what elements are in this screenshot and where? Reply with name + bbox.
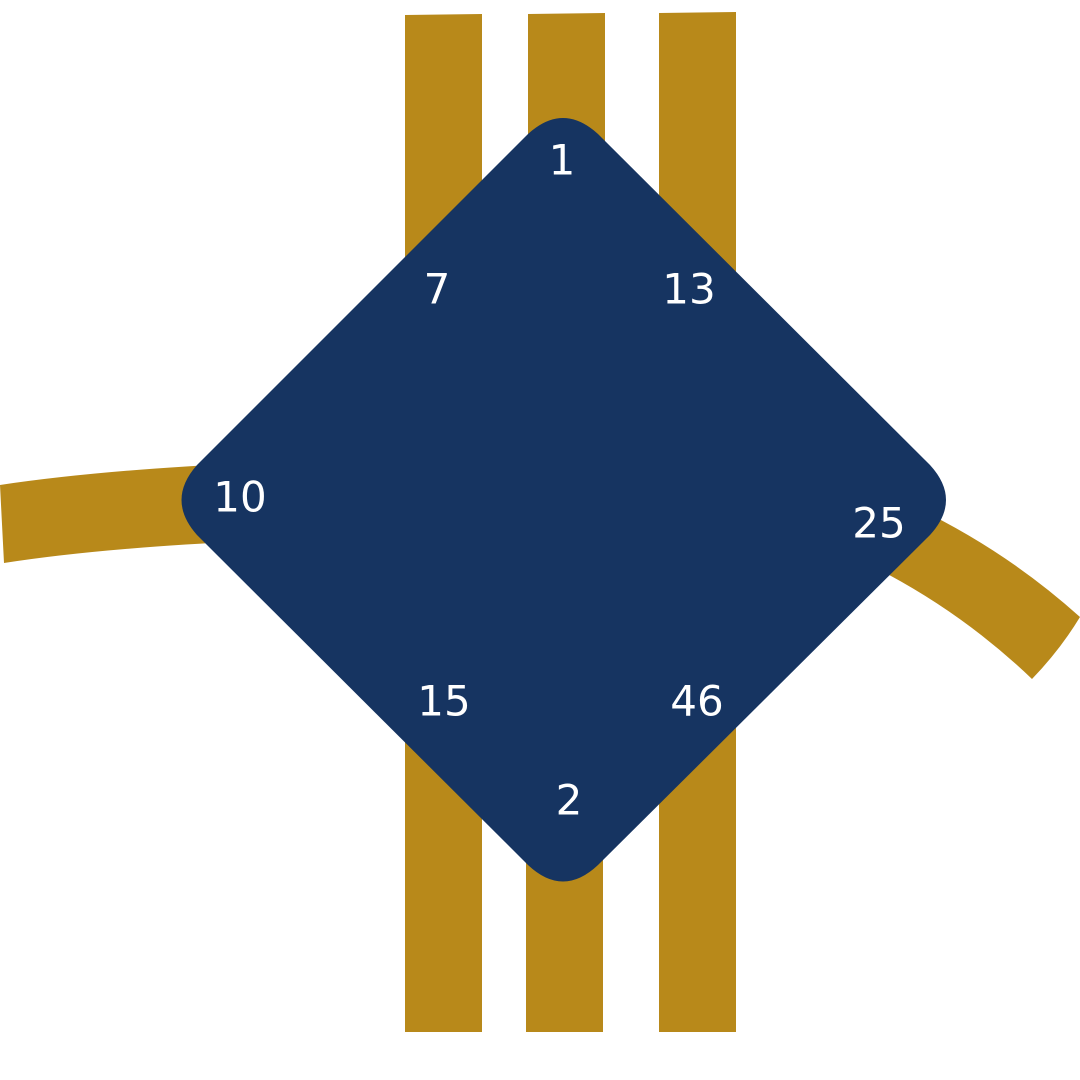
label-top: 1: [549, 136, 576, 185]
hub-diamond: [181, 118, 946, 882]
hub-labels: 1 7 13 10 25 15 46 2: [213, 136, 905, 825]
label-upper-right: 13: [662, 265, 715, 314]
label-lower-right: 46: [670, 677, 723, 726]
label-right: 25: [852, 499, 905, 548]
label-left: 10: [213, 473, 266, 522]
label-upper-left: 7: [424, 265, 451, 314]
label-bottom: 2: [556, 776, 583, 825]
track-right-curve: [870, 500, 1080, 679]
label-lower-left: 15: [417, 677, 470, 726]
